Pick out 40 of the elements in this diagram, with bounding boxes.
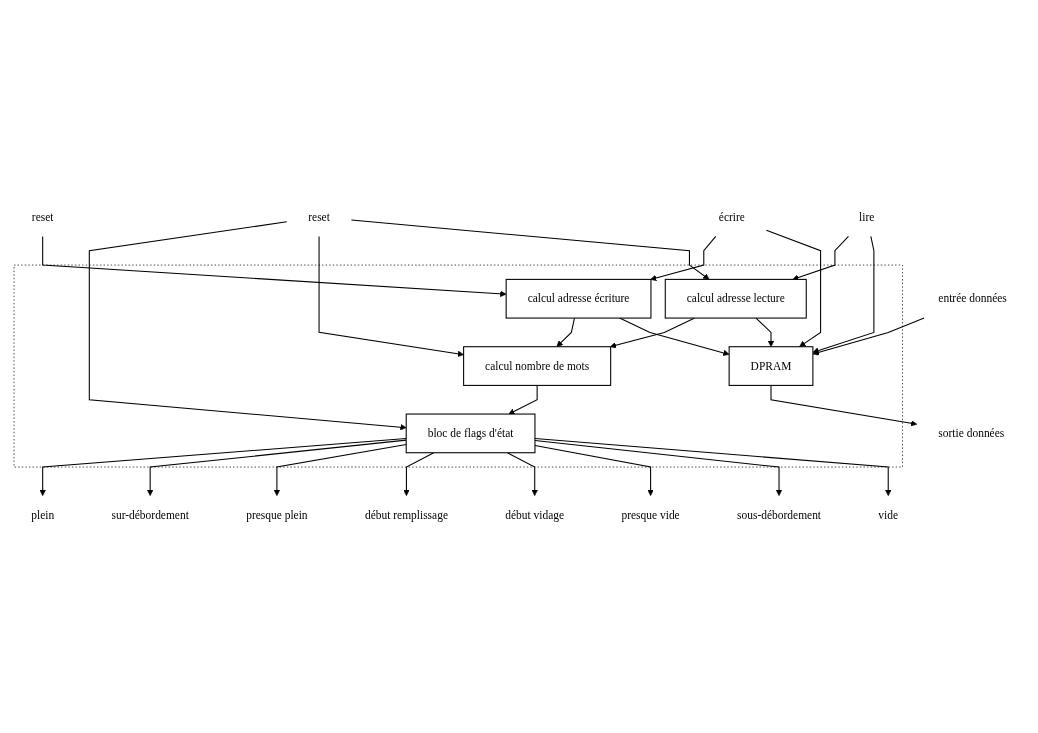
cluster	[13, 265, 903, 468]
arrow	[508, 385, 538, 415]
node-text: début vidage	[505, 509, 565, 522]
node-box: calcul nombre de mots	[463, 346, 612, 387]
arrow	[765, 230, 822, 348]
node-text: reset	[308, 211, 330, 224]
node-text: écrire	[718, 211, 745, 224]
node-box: bloc de flags d'état	[405, 413, 536, 454]
node-text: plein	[31, 509, 55, 522]
node-box: calcul adresse écriture	[505, 279, 652, 320]
node-text: sur-débordement	[111, 509, 189, 522]
arrow	[318, 236, 464, 358]
node-text: lire	[859, 211, 875, 224]
arrow	[650, 236, 717, 282]
node-text: début remplissage	[364, 509, 448, 522]
arrow	[770, 385, 918, 427]
node-box: DPRAM	[728, 346, 814, 387]
node-text: vide	[878, 509, 899, 522]
arrow	[39, 438, 407, 497]
node-text: presque vide	[621, 509, 680, 522]
arrow	[88, 221, 407, 431]
node-text: presque plein	[246, 509, 308, 522]
arrow	[812, 317, 925, 356]
arrow	[755, 317, 775, 348]
node-box: calcul adresse lecture	[664, 279, 807, 320]
arrow	[556, 317, 575, 348]
node-text: sous-débordement	[737, 509, 822, 522]
arrow	[792, 236, 849, 281]
arrow	[534, 445, 654, 497]
arrow	[534, 438, 892, 497]
node-text: sortie données	[938, 427, 1005, 440]
arrow	[534, 440, 783, 497]
arrow	[350, 219, 710, 281]
arrow	[42, 236, 507, 298]
arrow	[147, 440, 407, 497]
arrow	[812, 236, 875, 355]
arrow	[619, 317, 730, 357]
arrow	[273, 444, 407, 497]
node-text: reset	[31, 211, 54, 224]
node-text: entrée données	[938, 292, 1007, 305]
